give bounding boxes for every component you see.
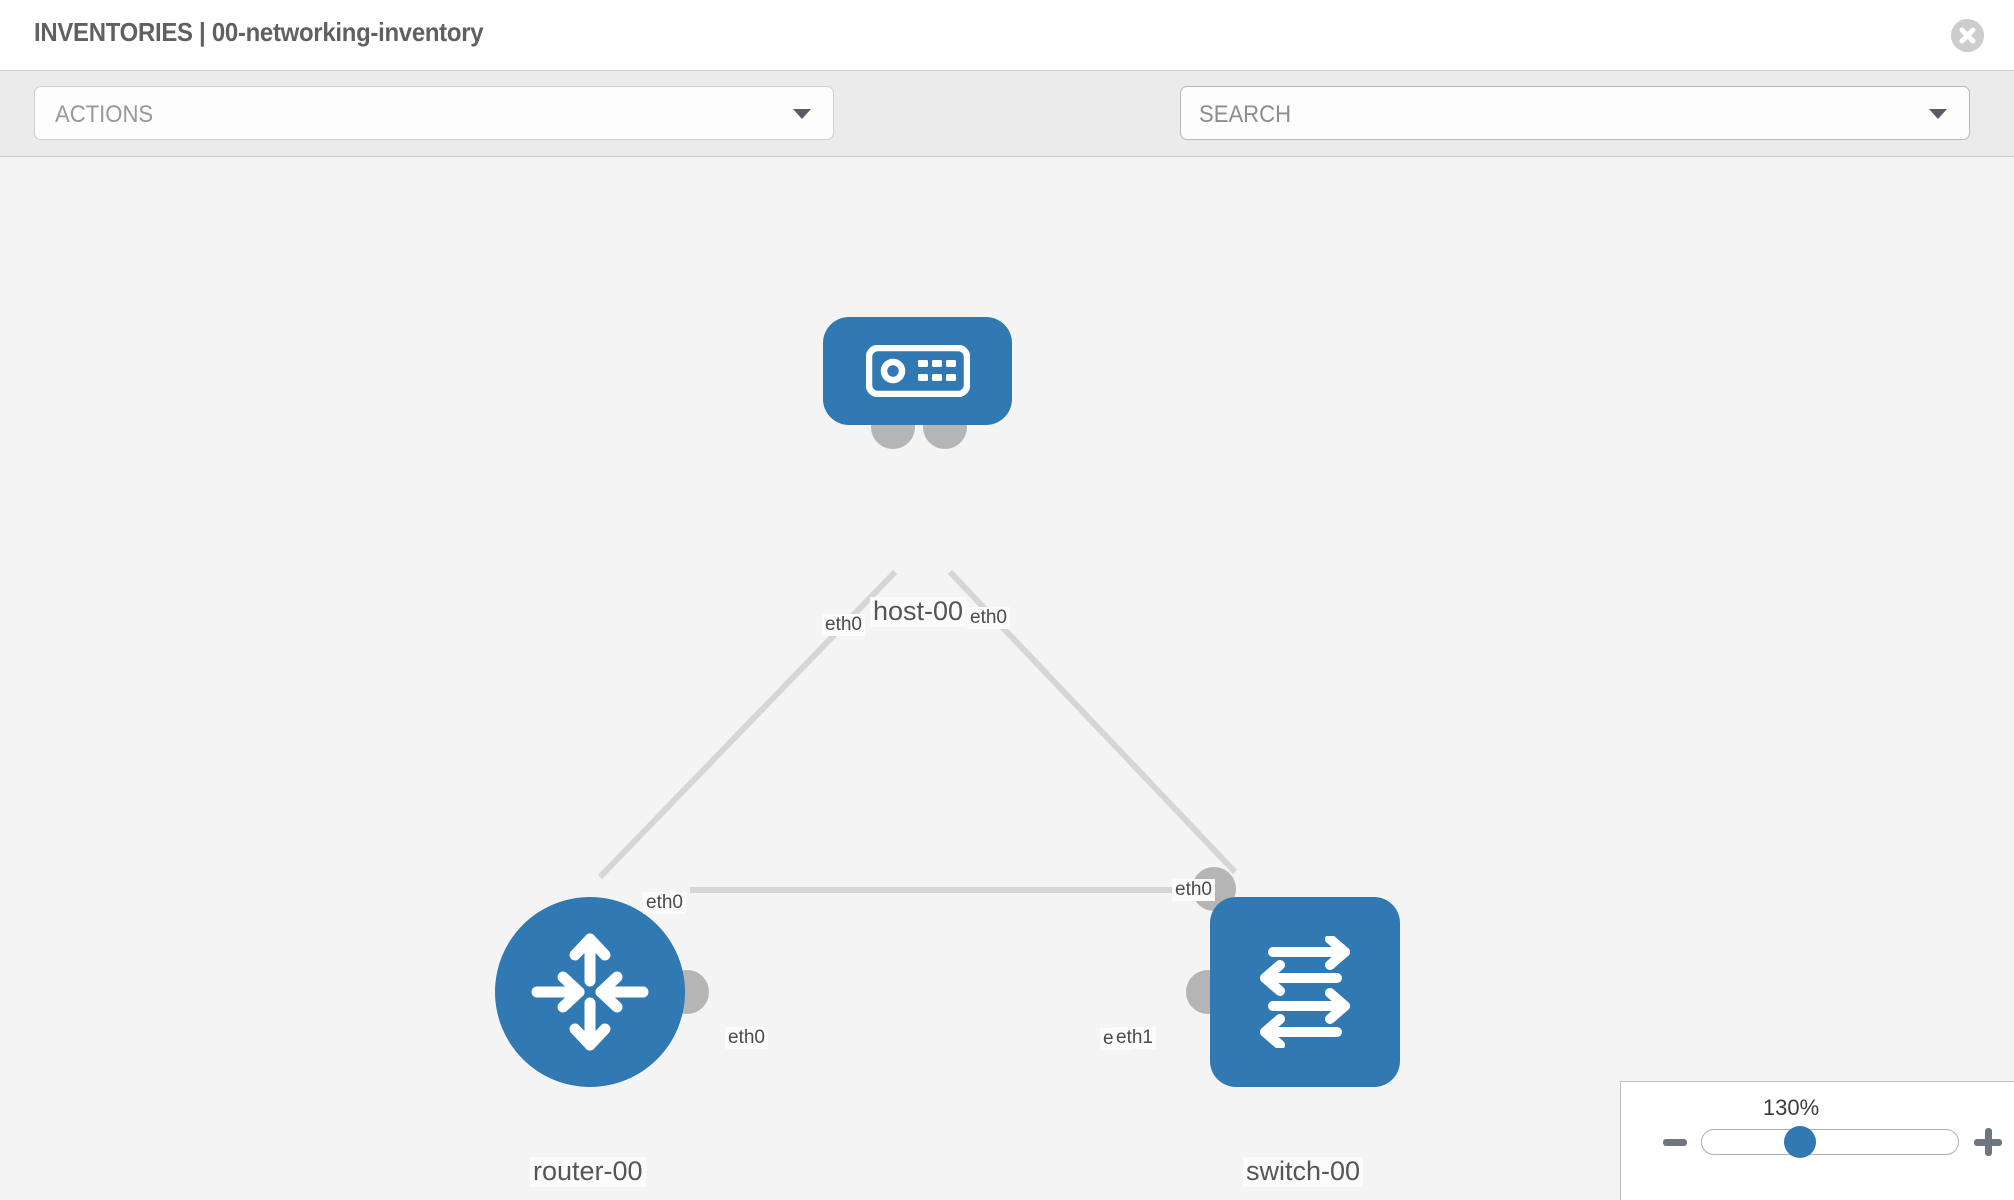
zoom-slider-thumb[interactable] xyxy=(1784,1126,1816,1158)
node-label-router-00: router-00 xyxy=(530,1156,646,1187)
close-icon xyxy=(1951,19,1984,52)
edge-label-switch-left: eth1 xyxy=(1113,1027,1156,1049)
server-icon xyxy=(865,345,970,397)
zoom-out-button[interactable] xyxy=(1663,1139,1687,1146)
search-placeholder: SEARCH xyxy=(1199,101,1292,128)
close-button[interactable] xyxy=(1951,19,1984,52)
edge-label-router-up: eth0 xyxy=(643,892,686,914)
chevron-down-icon xyxy=(1929,109,1947,119)
page-title: INVENTORIES | 00-networking-inventory xyxy=(34,17,484,47)
node-switch-shape xyxy=(1210,897,1400,1087)
edge-label-host-left: eth0 xyxy=(822,614,865,636)
node-host-shape xyxy=(823,317,1012,425)
page-header: INVENTORIES | 00-networking-inventory xyxy=(0,0,2014,70)
edge-label-router-right: eth0 xyxy=(725,1027,768,1049)
zoom-level-value: 130% xyxy=(1762,1095,1820,1120)
search-input[interactable]: SEARCH xyxy=(1180,86,1970,140)
actions-dropdown[interactable]: ACTIONS xyxy=(34,86,834,140)
router-arrows-icon xyxy=(531,933,649,1051)
node-label-host-00: host-00 xyxy=(870,596,967,627)
actions-dropdown-label: ACTIONS xyxy=(55,101,154,128)
node-label-switch-00: switch-00 xyxy=(1243,1156,1364,1187)
zoom-slider-track[interactable] xyxy=(1701,1129,1959,1155)
zoom-control-panel: 130% xyxy=(1620,1081,2014,1200)
switch-arrows-icon xyxy=(1260,936,1350,1048)
toolbar: ACTIONS SEARCH xyxy=(0,70,2014,200)
edge-label-host-right: eth0 xyxy=(967,607,1010,629)
topology-graph: host-00 eth0 eth0 xyxy=(0,157,2014,1200)
node-router-shape xyxy=(495,897,685,1087)
zoom-in-button[interactable] xyxy=(1974,1128,2002,1156)
topology-links xyxy=(597,569,1238,893)
topology-canvas[interactable]: host-00 eth0 eth0 xyxy=(0,157,2014,1200)
chevron-down-icon xyxy=(793,109,811,119)
edge-label-switch-up: eth0 xyxy=(1172,879,1215,901)
